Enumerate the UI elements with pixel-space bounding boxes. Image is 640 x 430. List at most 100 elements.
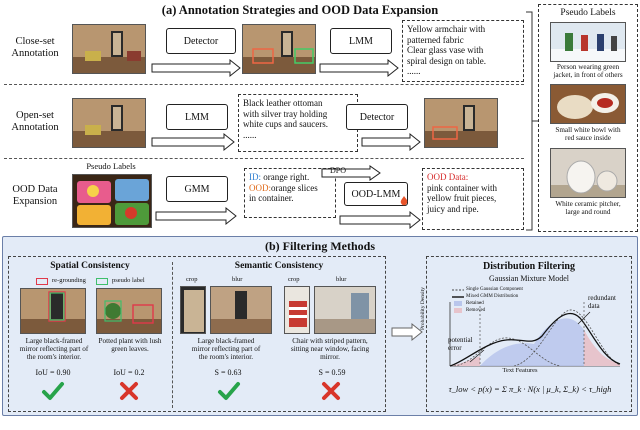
ood-data-text-box: OOD Data: pink container with yellow fru… [422, 168, 524, 230]
distribution-title: Distribution Filtering [483, 261, 575, 272]
density-xlabel: Text Features [502, 367, 538, 374]
row-separator [4, 158, 524, 159]
gmm-density-plot [449, 302, 621, 367]
filter-formula: τ_low < p(x) = Σ π_k · N(x | μ_k, Σ_k) <… [432, 384, 628, 394]
row-label-close-set: Close-set Annotation [11, 36, 59, 60]
crop-label: crop [186, 276, 198, 283]
error-pointer [469, 349, 485, 363]
method-divider [172, 262, 173, 408]
density-ylabel: Probability Density [420, 287, 426, 330]
ood-data-value: pink container with yellow fruit pieces,… [427, 182, 497, 214]
check-icon [42, 382, 64, 400]
room-image-annotated [424, 98, 498, 148]
iou-score-1: IoU = 0.90 [35, 368, 71, 377]
dpo-label: DPO [330, 166, 347, 175]
section-b-title: (b) Filtering Methods [265, 239, 375, 253]
flow-arrow [339, 210, 421, 230]
flow-arrow [151, 58, 241, 78]
semantic-score-1: S = 0.63 [214, 368, 242, 377]
pseudo-labels-panel [538, 4, 638, 232]
consistency-panel [8, 256, 386, 412]
room-image [72, 98, 146, 148]
gaussian-component [453, 337, 561, 367]
legend-pseudo-swatch [96, 278, 108, 285]
formula-text: τ_low < p(x) = Σ π_k · N(x | μ_k, Σ_k) <… [448, 384, 612, 394]
pseudo-caption: White ceramic pitcher, large and round [555, 200, 621, 217]
semantic-crop-image-2 [284, 286, 310, 334]
spatial-consistency-title: Spatial Consistency [50, 261, 130, 271]
semantic-score-2: S = 0.59 [318, 368, 346, 377]
crop-label: crop [288, 276, 300, 283]
redundant-data-label: redundant data [588, 294, 616, 310]
retained-region [480, 318, 584, 366]
hollow-arrow [391, 322, 423, 342]
lmm-box: LMM [166, 104, 228, 130]
removed-region-left [450, 356, 480, 366]
id-ood-text-box: ID: orange right. OOD:orange slices in c… [244, 168, 336, 218]
pseudo-labels-heading: Pseudo Labels [86, 161, 136, 171]
spatial-image-1 [20, 288, 86, 334]
check-icon [218, 382, 240, 400]
legend-regrounding-label: re-grounding [52, 277, 86, 284]
room-image-annotated [242, 24, 316, 74]
fire-icon [400, 196, 408, 206]
gaussian-component [513, 309, 621, 367]
gmm-box: GMM [166, 176, 228, 202]
legend-mixed-gmm: Mixed GMM Distribution [466, 294, 519, 299]
pseudo-caption: Person wearing green jacket, in front of… [553, 63, 623, 80]
iou-score-2: IoU = 0.2 [113, 368, 145, 377]
semantic-crop-image-1 [180, 286, 206, 334]
ood-value: orange slices in container. [249, 182, 318, 204]
flow-arrow [361, 132, 421, 152]
legend-retained: Retained [466, 301, 484, 306]
ood-lmm-box: OOD-LMM [344, 182, 408, 206]
spatial-caption-2: Potted plant with lush green leaves. [98, 337, 162, 354]
id-key: ID: [249, 172, 261, 182]
pitcher-image [550, 148, 626, 198]
ood-key: OOD: [249, 182, 271, 193]
pseudo-caption: Small white bowl with red sauce inside [555, 126, 621, 143]
section-a-title: (a) Annotation Strategies and OOD Data E… [161, 3, 439, 17]
semantic-caption-1: Large black-framed mirror reflecting par… [191, 337, 261, 362]
legend-removed: Removed [466, 308, 486, 313]
detector-box: Detector [166, 28, 236, 54]
removed-region-right [584, 330, 620, 366]
distribution-panel [426, 256, 632, 412]
detector-box: Detector [346, 104, 408, 130]
gmm-subtitle: Gaussian Mixture Model [489, 274, 569, 283]
flow-arrow [155, 206, 237, 226]
gmm-legend-swatch [452, 289, 464, 313]
cross-icon [322, 382, 340, 400]
row-separator [4, 84, 524, 85]
flow-arrow [319, 58, 399, 78]
gmm-legend-labels: Single Gaussian Component Mixed GMM Dist… [466, 286, 523, 314]
legend-regrounding-swatch [36, 278, 48, 285]
row-label-open-set: Open-set Annotation [11, 110, 59, 134]
annotation-text-box: Black leather ottoman with silver tray h… [238, 94, 358, 152]
blur-label: blur [336, 276, 347, 283]
semantic-caption-2: Chair with striped pattern, sitting near… [290, 337, 370, 362]
bowl-image [550, 84, 626, 124]
semantic-blur-image-1 [210, 286, 272, 334]
spatial-caption-1: Large black-framed mirror reflecting par… [19, 337, 89, 362]
row-label-ood-expansion: OOD Data Expansion [12, 184, 58, 208]
semantic-blur-image-2 [314, 286, 376, 334]
pseudo-labels-panel-title: Pseudo Labels [560, 8, 616, 18]
cross-icon [120, 382, 138, 400]
legend-single-gaussian: Single Gaussian Component [466, 287, 523, 292]
dpo-arrow [321, 165, 381, 181]
redundant-pointer [577, 311, 591, 325]
food-image [72, 174, 152, 228]
potential-error-label: potential error [448, 336, 473, 352]
legend-pseudo-label: pseudo label [112, 277, 145, 284]
semantic-consistency-title: Semantic Consistency [234, 261, 324, 271]
skiers-image [550, 22, 626, 62]
id-value: orange right. [261, 172, 310, 182]
room-image [72, 24, 146, 74]
annotation-text-box: Yellow armchair with patterned fabric Cl… [402, 20, 524, 82]
mixed-gmm-curve [449, 312, 621, 367]
blur-label: blur [232, 276, 243, 283]
bracket-connector [526, 11, 538, 231]
lmm-box: LMM [330, 28, 392, 54]
spatial-image-2 [96, 288, 162, 334]
